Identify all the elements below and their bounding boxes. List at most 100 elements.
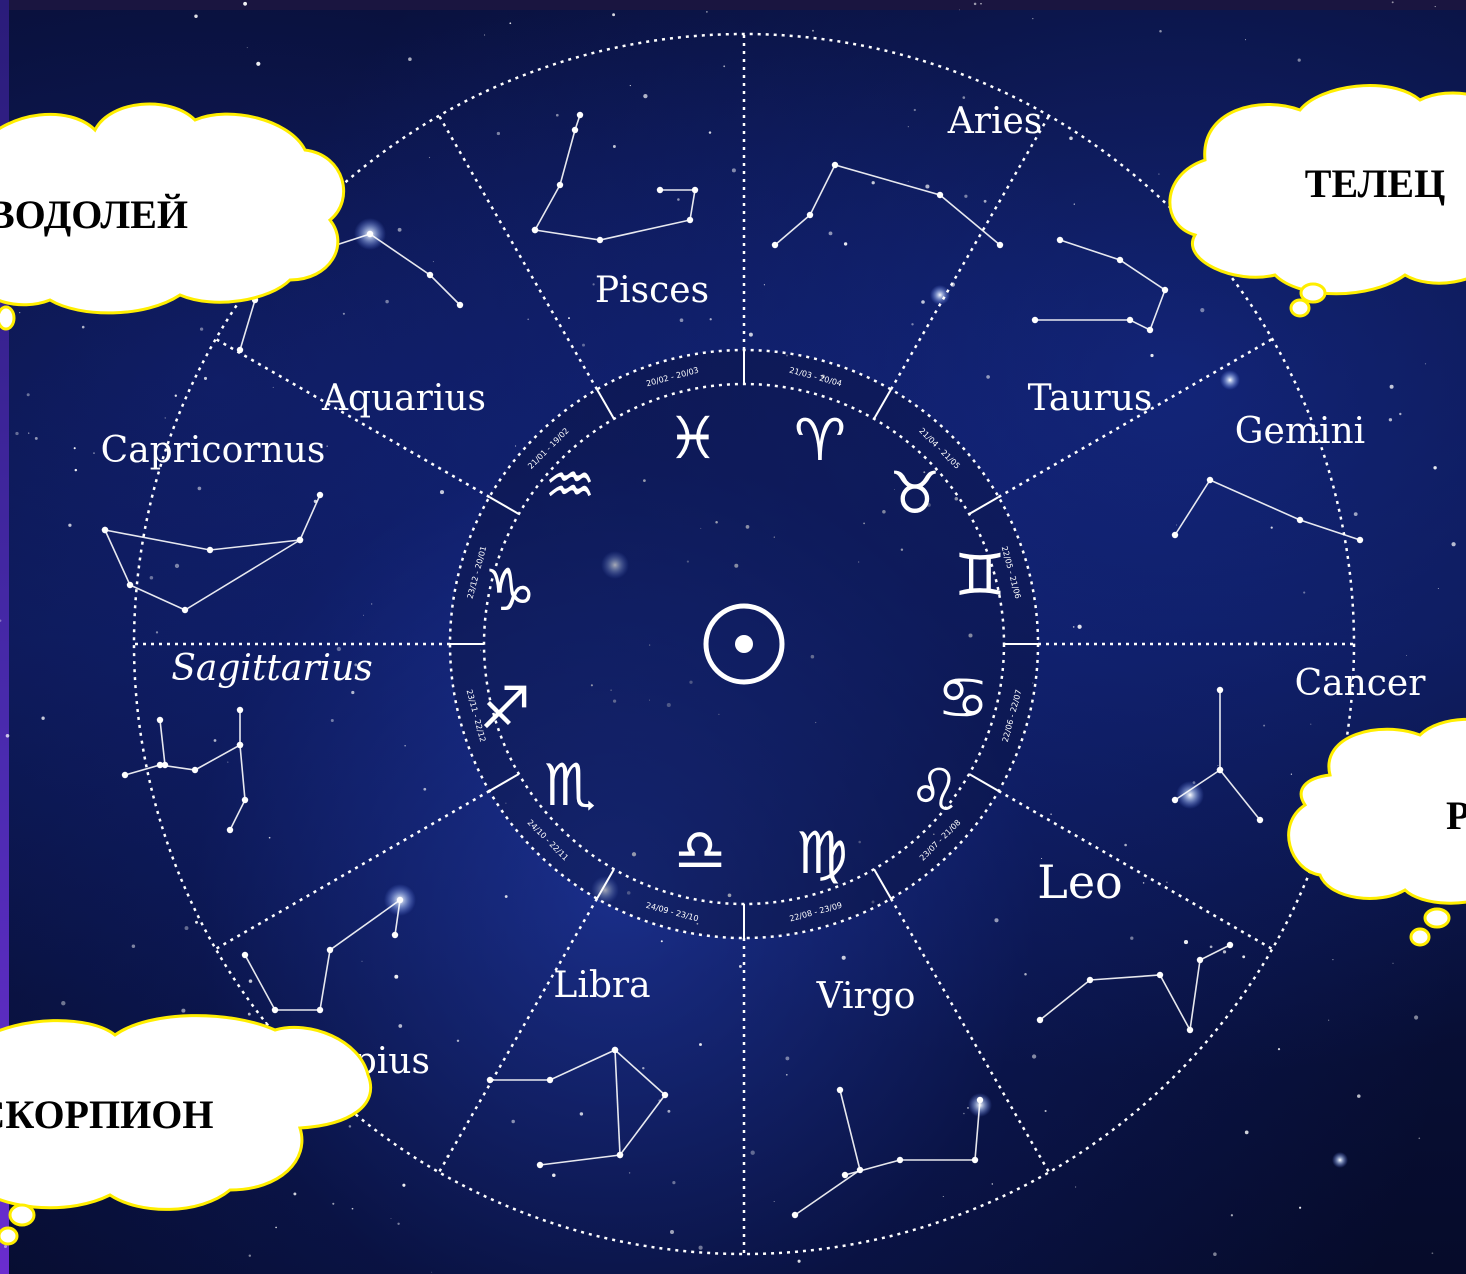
star-dot bbox=[1425, 363, 1426, 364]
constellation-star bbox=[397, 897, 403, 903]
star-dot bbox=[661, 940, 663, 942]
star-dot bbox=[1077, 625, 1081, 629]
star-dot bbox=[667, 1110, 670, 1113]
constellation-star bbox=[487, 1077, 493, 1083]
star-dot bbox=[6, 734, 10, 738]
star-dot bbox=[132, 944, 135, 947]
outer-label-leo: Leo bbox=[1037, 855, 1122, 909]
star-dot bbox=[1242, 955, 1245, 958]
star-dot bbox=[812, 30, 814, 32]
star-dot bbox=[402, 1184, 405, 1187]
star-dot bbox=[739, 965, 742, 968]
star-dot bbox=[293, 1192, 296, 1195]
constellation-star bbox=[532, 227, 538, 233]
star-dot bbox=[1024, 973, 1027, 976]
star-dot bbox=[1278, 1048, 1280, 1050]
pisces-symbol-icon: ♓ bbox=[667, 404, 719, 472]
star-dot bbox=[613, 145, 616, 148]
star-dot bbox=[552, 1173, 556, 1177]
star-dot bbox=[361, 961, 362, 962]
star-dot bbox=[256, 62, 260, 66]
constellation-star bbox=[657, 187, 663, 193]
star-dot bbox=[1223, 950, 1226, 953]
star-dot bbox=[41, 717, 44, 720]
star-dot bbox=[1143, 882, 1145, 884]
spoke-line bbox=[216, 791, 490, 949]
star-dot bbox=[1399, 413, 1401, 415]
star-dot bbox=[1299, 1207, 1301, 1209]
constellation-star bbox=[547, 1077, 553, 1083]
spoke-line bbox=[439, 116, 597, 390]
star-dot bbox=[68, 524, 71, 527]
constellation-star bbox=[1257, 817, 1263, 823]
constellation-star bbox=[577, 112, 583, 118]
star-dot bbox=[185, 926, 189, 930]
star-dot bbox=[1124, 844, 1127, 847]
star-dot bbox=[709, 131, 711, 133]
star-dot bbox=[1435, 6, 1436, 7]
constellation-star bbox=[662, 1092, 668, 1098]
constellation-star bbox=[192, 767, 198, 773]
star-dot bbox=[749, 333, 753, 337]
constellation-star bbox=[237, 347, 243, 353]
star-dot bbox=[194, 14, 197, 17]
bright-star bbox=[1176, 781, 1204, 809]
star-dot bbox=[1354, 512, 1358, 516]
star-dot bbox=[497, 132, 500, 135]
star-dot bbox=[1271, 527, 1273, 529]
star-dot bbox=[1303, 592, 1305, 594]
spoke-line bbox=[891, 899, 1049, 1173]
constellation-star bbox=[227, 827, 233, 833]
constellation-star bbox=[612, 1047, 618, 1053]
constellation-star bbox=[1172, 797, 1178, 803]
star-dot bbox=[75, 469, 77, 471]
star-dot bbox=[986, 375, 990, 379]
constellation-star bbox=[162, 762, 168, 768]
star-dot bbox=[680, 318, 684, 322]
star-dot bbox=[1390, 385, 1394, 389]
constellation-line bbox=[535, 190, 695, 240]
constellation-star bbox=[792, 1212, 798, 1218]
star-dot bbox=[431, 1272, 432, 1273]
constellation-star bbox=[1087, 977, 1093, 983]
star-dot bbox=[343, 313, 345, 315]
star-dot bbox=[872, 181, 875, 184]
constellation-star bbox=[537, 1162, 543, 1168]
cloud-taurus-text: ТЕЛЕЦ bbox=[1305, 161, 1445, 206]
star-dot bbox=[74, 447, 76, 449]
star-dot bbox=[1218, 765, 1219, 766]
constellation-star bbox=[1357, 537, 1363, 543]
star-dot bbox=[326, 445, 328, 447]
aries-symbol-icon: ♈ bbox=[794, 406, 846, 474]
constellation-star bbox=[597, 237, 603, 243]
star-dot bbox=[82, 326, 85, 329]
star-dot bbox=[980, 3, 982, 5]
star-dot bbox=[394, 975, 398, 979]
star-dot bbox=[175, 395, 177, 397]
star-dot bbox=[580, 1112, 583, 1115]
star-dot bbox=[1150, 354, 1153, 357]
star-dot bbox=[1184, 940, 1188, 944]
constellation-star bbox=[897, 1157, 903, 1163]
star-dot bbox=[829, 231, 833, 235]
cloud-taurus: ТЕЛЕЦ bbox=[1170, 86, 1466, 316]
star-dot bbox=[249, 979, 253, 983]
outer-label-gemini: Gemini bbox=[1235, 411, 1365, 452]
star-dot bbox=[1158, 173, 1159, 174]
constellation-star bbox=[122, 772, 128, 778]
star-dot bbox=[4, 1245, 7, 1248]
aquarius-symbol-icon: ♒ bbox=[544, 451, 596, 519]
star-dot bbox=[204, 377, 207, 380]
star-dot bbox=[751, 1151, 755, 1155]
star-dot bbox=[964, 195, 967, 198]
gemini-symbol-icon: ♊ bbox=[954, 541, 1006, 609]
constellation-star bbox=[102, 527, 108, 533]
star-dot bbox=[568, 317, 570, 319]
constellation-star bbox=[1297, 517, 1303, 523]
star-dot bbox=[764, 284, 765, 285]
constellation-star bbox=[572, 127, 578, 133]
star-dot bbox=[275, 1227, 277, 1229]
constellation-star bbox=[832, 162, 838, 168]
star-dot bbox=[200, 327, 203, 330]
